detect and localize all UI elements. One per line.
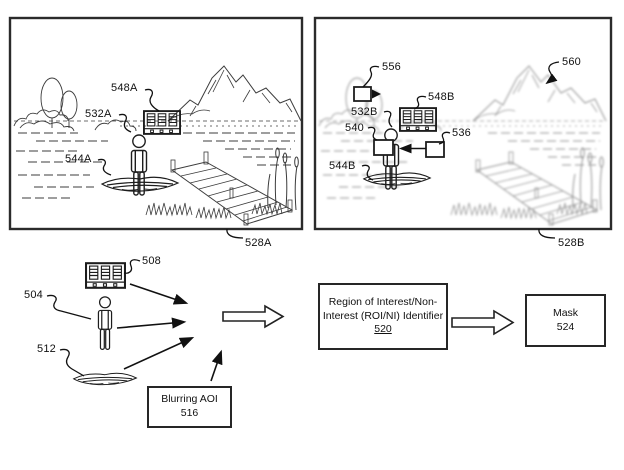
person-flow-icon (97, 296, 113, 351)
blurring-aoi-ref: 516 (180, 407, 199, 419)
leader-lines-a (97, 88, 244, 239)
ref-512: 512 (37, 343, 56, 355)
frame-a (8, 16, 304, 239)
mask-ref: 524 (556, 320, 575, 333)
ref-508: 508 (142, 255, 161, 267)
truck-flow-icon (85, 262, 126, 289)
blurring-aoi-box: Blurring AOI 516 (147, 386, 232, 428)
ref-528b: 528B (558, 237, 585, 249)
roi-identifier-box: Region of Interest/Non- Interest (ROI/NI… (318, 283, 448, 350)
roi-540-box (373, 139, 394, 156)
roi-identifier-line2: Interest (ROI/NI) Identifier (322, 309, 444, 322)
ref-532a: 532A (85, 108, 112, 120)
roi-536-box (425, 141, 445, 158)
frame-b (313, 16, 613, 239)
ref-556: 556 (382, 61, 401, 73)
block-arrow-to-mask (451, 309, 515, 336)
roi-identifier-ref: 520 (374, 323, 392, 336)
ref-544b: 544B (329, 160, 356, 172)
ref-528a: 528A (245, 237, 272, 249)
blurring-aoi-label: Blurring AOI (161, 393, 218, 406)
indicator-556-arrow (372, 89, 381, 99)
ref-548b: 548B (428, 91, 455, 103)
mask-box: Mask 524 (525, 294, 606, 347)
leader-lines-flow (46, 259, 141, 377)
roi-identifier-line1: Region of Interest/Non- (328, 296, 438, 309)
indicator-556-box (353, 86, 372, 102)
block-arrow-to-identifier (222, 304, 285, 329)
leader-lines-b (361, 61, 560, 239)
input-arrows (116, 283, 223, 382)
ref-532b: 532B (351, 106, 378, 118)
ref-548a: 548A (111, 82, 138, 94)
ref-536: 536 (452, 127, 471, 139)
ref-560: 560 (562, 56, 581, 68)
mask-label: Mask (552, 306, 579, 319)
ref-504: 504 (24, 289, 43, 301)
ref-544a: 544A (65, 153, 92, 165)
ref-540: 540 (345, 122, 364, 134)
